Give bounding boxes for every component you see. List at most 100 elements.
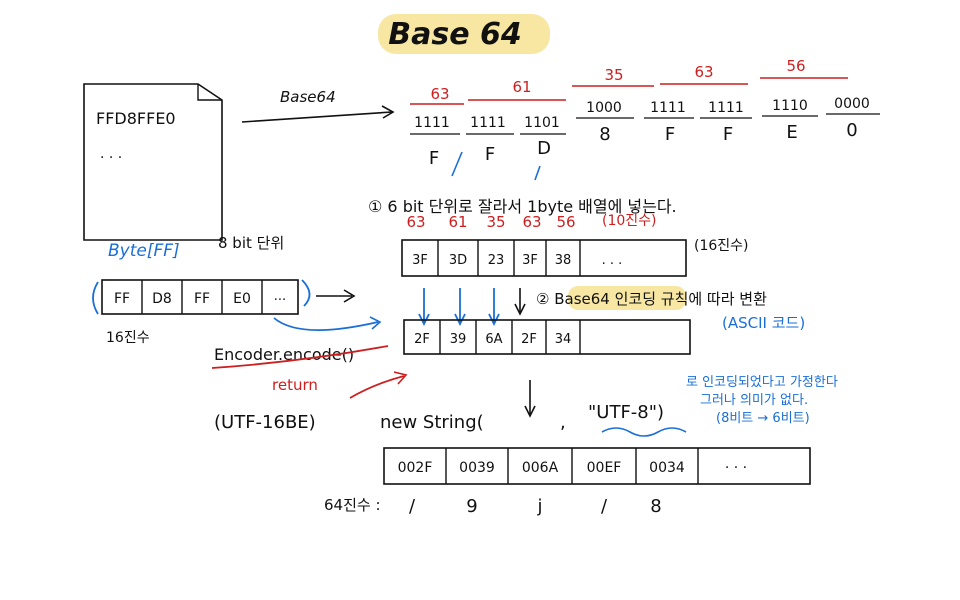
return-arrow bbox=[349, 375, 405, 399]
nibble-1: 1111 bbox=[414, 115, 450, 131]
step-2-text: ② Base64 인코딩 규칙에 따라 변환 bbox=[536, 290, 767, 308]
encoded-cell-4: 2F bbox=[521, 332, 537, 347]
ascii-note: (ASCII 코드) bbox=[722, 314, 805, 332]
encoded-cell-2: 39 bbox=[450, 332, 467, 347]
group-value-4: 63 bbox=[694, 63, 713, 81]
group-value-5: 56 bbox=[786, 57, 805, 75]
decimal-3: 35 bbox=[486, 213, 505, 231]
utf16-cell-1: 002F bbox=[398, 460, 433, 476]
hex-digit-8: 0 bbox=[846, 120, 857, 141]
decimal-4: 63 bbox=[522, 213, 541, 231]
group-value-1: 63 bbox=[430, 85, 449, 103]
base64-char-5: 8 bbox=[650, 496, 661, 517]
byte-cell-5: ... bbox=[274, 289, 286, 304]
six-bit-cell-2: 3D bbox=[449, 253, 467, 268]
base64-output: 64진수 : / 9 j / 8 bbox=[324, 496, 662, 517]
step-2-highlight bbox=[568, 286, 686, 310]
file-fold bbox=[197, 84, 222, 101]
blue-tick-1 bbox=[451, 151, 463, 177]
nibble-4: 1000 bbox=[586, 100, 622, 116]
charset-arg: "UTF-8") bbox=[588, 402, 664, 423]
string-comma: , bbox=[560, 412, 566, 433]
encoded-cell-1: 2F bbox=[414, 332, 430, 347]
byte-array-unit: 8 bit 단위 bbox=[218, 234, 284, 252]
hex-digit-6: F bbox=[723, 124, 733, 145]
six-bit-cell-6: . . . bbox=[602, 253, 623, 268]
title: Base 64 bbox=[388, 17, 522, 52]
string-line: (UTF-16BE) new String( , "UTF-8") 로 인코딩되… bbox=[214, 375, 838, 437]
encoder-blue-curve bbox=[273, 317, 379, 331]
utf16-cell-5: 0034 bbox=[649, 460, 685, 476]
byte-array-close-paren bbox=[301, 279, 311, 307]
return-label: return bbox=[272, 376, 318, 394]
base64-arrow: Base64 bbox=[241, 88, 395, 123]
encoded-cell-5: 34 bbox=[555, 332, 572, 347]
six-bit-cell-5: 38 bbox=[555, 253, 572, 268]
byte-array-open-paren bbox=[92, 281, 99, 315]
charset-note-2: 그러나 의미가 없다. bbox=[700, 393, 808, 408]
decimal-5: 56 bbox=[556, 213, 575, 231]
title-highlight bbox=[378, 14, 550, 54]
file-line-1: FFD8FFE0 bbox=[96, 109, 176, 128]
nibble-8: 0000 bbox=[834, 96, 870, 112]
hex-digit-1: F bbox=[429, 148, 439, 169]
byte-array: FF D8 FF E0 ... 16진수 bbox=[92, 279, 356, 346]
encoder-block: Encoder.encode() return bbox=[211, 316, 408, 399]
nibble-3: 1101 bbox=[524, 115, 560, 131]
nibble-5: 1111 bbox=[650, 100, 686, 116]
hex-digit-4: 8 bbox=[599, 124, 610, 145]
six-bit-cell-3: 23 bbox=[488, 253, 505, 268]
base64-char-4: / bbox=[601, 496, 608, 517]
utf16-array: 002F 0039 006A 00EF 0034 . . . bbox=[383, 447, 811, 485]
hex-digit-3: D bbox=[537, 138, 551, 159]
base64-char-3: j bbox=[536, 496, 542, 517]
charset-squiggle bbox=[601, 427, 687, 437]
byte-cell-2: D8 bbox=[152, 291, 172, 307]
decimal-2: 61 bbox=[448, 213, 467, 231]
utf16be-prefix: (UTF-16BE) bbox=[214, 412, 316, 433]
encoder-underline bbox=[211, 345, 389, 369]
blue-tick-2 bbox=[534, 165, 541, 181]
six-bit-array: 3F 3D 23 3F 38 . . . (16진수) bbox=[401, 238, 749, 277]
charset-note-3: (8비트 → 6비트) bbox=[716, 411, 810, 426]
six-bit-cell-4: 3F bbox=[522, 253, 538, 268]
six-bit-array-note: (16진수) bbox=[694, 238, 749, 254]
byte-array-name: Byte[FF] bbox=[108, 241, 180, 261]
six-bit-groups: 63 61 35 63 56 bbox=[410, 57, 848, 105]
six-bit-cell-1: 3F bbox=[412, 253, 428, 268]
utf16-cell-6: . . . bbox=[725, 456, 747, 472]
utf16-cell-3: 006A bbox=[522, 460, 559, 476]
byte-array-label: Byte[FF] 8 bit 단위 bbox=[108, 234, 284, 261]
byte-cell-3: FF bbox=[194, 291, 210, 307]
hex-note: 16진수 bbox=[106, 330, 150, 346]
encoded-cell-3: 6A bbox=[485, 332, 502, 347]
file-icon bbox=[83, 83, 223, 241]
decimal-note: (10진수) bbox=[602, 213, 657, 229]
decimal-row: 63 61 35 63 56 (10진수) bbox=[406, 213, 656, 231]
utf16-cell-4: 00EF bbox=[587, 460, 622, 476]
step-1-text: ① 6 bit 단위로 잘라서 1byte 배열에 넣는다. bbox=[368, 197, 677, 216]
utf16-cell-2: 0039 bbox=[459, 460, 495, 476]
charset-note-1: 로 인코딩되었다고 가정한다 bbox=[686, 375, 838, 390]
nibble-2: 1111 bbox=[470, 115, 506, 131]
nibble-7: 1110 bbox=[772, 98, 808, 114]
hex-digit-7: E bbox=[786, 122, 797, 143]
file-document: FFD8FFE0 . . . bbox=[83, 83, 223, 241]
title-block: Base 64 bbox=[378, 14, 550, 54]
base64-char-2: 9 bbox=[466, 496, 477, 517]
hex-digit-5: F bbox=[665, 124, 675, 145]
group-value-3: 35 bbox=[604, 66, 623, 84]
bit-nibbles: 1111 1111 1101 1000 1111 1111 1110 0000 … bbox=[410, 96, 880, 181]
base64-label: 64진수 : bbox=[324, 496, 381, 514]
step-2: ② Base64 인코딩 규칙에 따라 변환 (ASCII 코드) bbox=[536, 286, 805, 332]
decimal-1: 63 bbox=[406, 213, 425, 231]
encoded-array: 2F 39 6A 2F 34 bbox=[403, 319, 691, 418]
blue-down-arrows bbox=[418, 288, 526, 327]
file-line-2: . . . bbox=[100, 146, 122, 162]
base64-char-1: / bbox=[409, 496, 416, 517]
base64-arrow-label: Base64 bbox=[280, 88, 336, 106]
byte-cell-4: E0 bbox=[233, 291, 251, 307]
nibble-6: 1111 bbox=[708, 100, 744, 116]
new-string-call: new String( bbox=[380, 412, 484, 433]
